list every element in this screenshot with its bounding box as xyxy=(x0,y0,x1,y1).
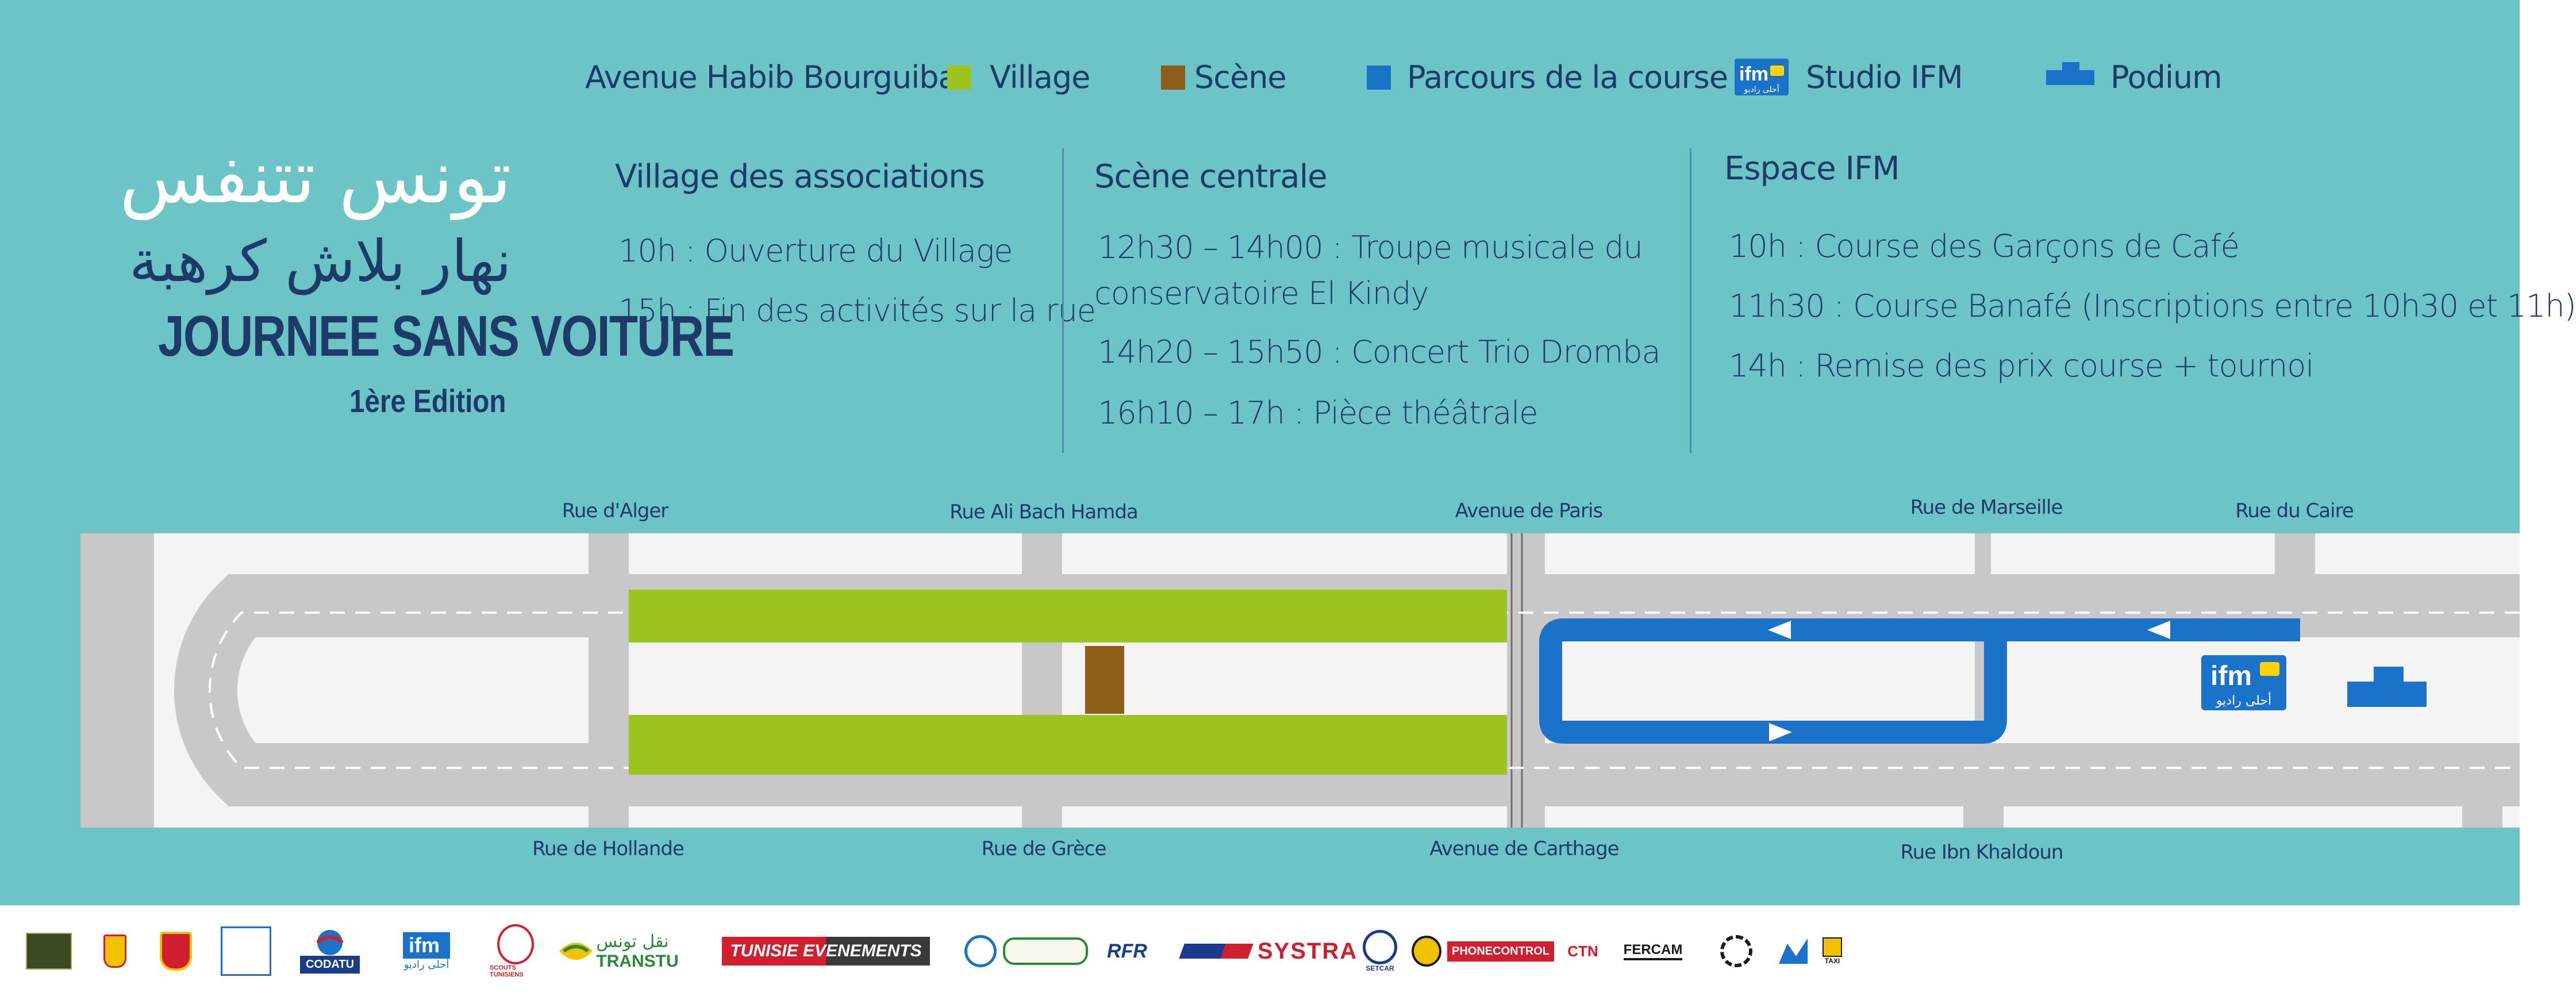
blue-square-icon xyxy=(1367,66,1391,90)
sponsor-transtu: نقل تونس TRANSTU xyxy=(559,920,679,983)
brown-square-icon xyxy=(1161,66,1185,90)
race-course xyxy=(1539,618,2300,744)
cross-street-6 xyxy=(2462,747,2502,828)
sponsor-taxi: TAXI xyxy=(1820,920,1845,983)
village-title: Village des associations xyxy=(615,158,985,195)
village-item-2: 15h : Fin des activités sur la rue xyxy=(618,293,1096,329)
sponsor-municipality xyxy=(25,920,72,983)
sponsor-transport-ministry xyxy=(221,920,271,983)
cross-street-1 xyxy=(589,533,629,828)
sponsor-fercam: FERCAM xyxy=(1618,920,1687,983)
street-label-top-1: Rue d'Alger xyxy=(562,499,668,522)
legend-podium: Podium xyxy=(2110,59,2223,95)
sponsor-ifm: ifm أحلى راديو xyxy=(403,932,450,971)
sponsor-tunisie-evenements: TUNISIE EVENEMENTS xyxy=(722,920,930,983)
sponsor-logo-a xyxy=(963,920,998,983)
ifm-item-1: 10h : Course des Garçons de Café xyxy=(1729,228,2240,264)
street-label-top-4: Rue de Marseille xyxy=(1910,496,2063,519)
street-label-top-2: Rue Ali Bach Hamda xyxy=(949,501,1138,524)
scene-item-2: conservatoire El Kindy xyxy=(1094,275,1429,311)
green-square-icon xyxy=(947,66,971,90)
sponsor-logo-b xyxy=(1002,920,1089,983)
race-arrow-2 xyxy=(2147,621,2170,639)
svg-text:أحلى راديو: أحلى راديو xyxy=(1743,84,1779,94)
legend-village: Village xyxy=(990,59,1090,95)
sponsor-tunis-emblem xyxy=(160,920,192,983)
podium-marker xyxy=(2347,667,2427,707)
sponsor-scouts: SCOUTS TUNISIENS xyxy=(490,920,541,983)
scene-title: Scène centrale xyxy=(1094,158,1328,195)
village-zone-bottom xyxy=(629,715,1507,775)
sponsor-codatu: CODATU xyxy=(295,920,364,983)
street-map: ifm أحلى راديو xyxy=(80,533,2520,828)
cross-street-2 xyxy=(1022,533,1062,828)
program-divider-2 xyxy=(1690,148,1691,453)
legend-avenue: Avenue Habib Bourguiba xyxy=(585,59,958,95)
title-arabic-main: تونس تتنفس xyxy=(119,134,512,220)
race-arrow-3 xyxy=(1769,723,1792,741)
road-left xyxy=(80,533,154,828)
title-edition: 1ère Edition xyxy=(349,383,506,419)
sponsor-emblem xyxy=(102,920,128,983)
cross-street-4b xyxy=(1963,747,2004,828)
race-inner xyxy=(1563,646,1966,715)
street-label-bottom-4: Rue Ibn Khaldoun xyxy=(1900,841,2064,864)
village-item-1: 10h : Ouverture du Village xyxy=(618,233,1013,269)
scene-item-4: 16h10 – 17h : Pièce théâtrale xyxy=(1098,395,1539,431)
street-label-bottom-1: Rue de Hollande xyxy=(532,837,685,860)
program-divider-1 xyxy=(1062,148,1064,453)
race-arrow-1 xyxy=(1768,621,1791,639)
legend-scene: Scène xyxy=(1194,59,1287,95)
ifm-logo-icon: ifm أحلى راديو xyxy=(1735,59,1789,95)
sponsor-systra: SYSTRA xyxy=(1257,938,1358,964)
street-label-bottom-2: Rue de Grèce xyxy=(981,837,1107,860)
sponsor-logo-f xyxy=(1776,920,1810,983)
road-avenue xyxy=(174,574,2520,806)
title-arabic-sub: نهار بلاش كرهبة xyxy=(129,228,512,295)
sponsor-setcar: SETCAR xyxy=(1361,920,1399,983)
svg-text:ifm: ifm xyxy=(1739,63,1768,85)
cross-street-5 xyxy=(2275,533,2315,608)
sponsor-logo-d xyxy=(1412,920,1441,983)
legend-studio-ifm: Studio IFM xyxy=(1806,59,1963,95)
lane-dashes xyxy=(208,611,2520,769)
village-zone-top xyxy=(629,590,1507,643)
sponsor-logo-c xyxy=(1178,920,1254,983)
street-label-top-5: Rue du Caire xyxy=(2235,499,2354,522)
ifm-item-3: 14h : Remise des prix course + tournoi xyxy=(1729,348,2314,384)
sponsor-logo-e xyxy=(1710,920,1762,983)
scene-item-3: 14h20 – 15h50 : Concert Trio Dromba xyxy=(1098,334,1661,370)
sponsor-rfr: RFR xyxy=(1107,940,1147,962)
ifm-item-2: 11h30 : Course Banafé (Inscriptions entr… xyxy=(1729,288,2576,324)
street-label-top-3: Avenue de Paris xyxy=(1455,499,1603,522)
cross-street-3 xyxy=(1507,533,1545,828)
ifm-title: Espace IFM xyxy=(1724,150,1900,187)
street-label-bottom-3: Avenue de Carthage xyxy=(1429,837,1619,860)
scene-item-1: 12h30 – 14h00 : Troupe musicale du xyxy=(1098,229,1643,266)
sponsor-ctn: CTN xyxy=(1567,942,1598,960)
legend-parcours: Parcours de la course xyxy=(1407,59,1728,95)
ifm-studio-marker: ifm أحلى راديو xyxy=(2201,655,2286,710)
scene-block xyxy=(1085,646,1124,714)
svg-text:ifm: ifm xyxy=(2210,661,2252,691)
sponsor-phonecontrol: PHONECONTROL xyxy=(1447,920,1554,983)
podium-icon xyxy=(2046,62,2094,85)
svg-text:أحلى راديو: أحلى راديو xyxy=(2216,692,2271,708)
